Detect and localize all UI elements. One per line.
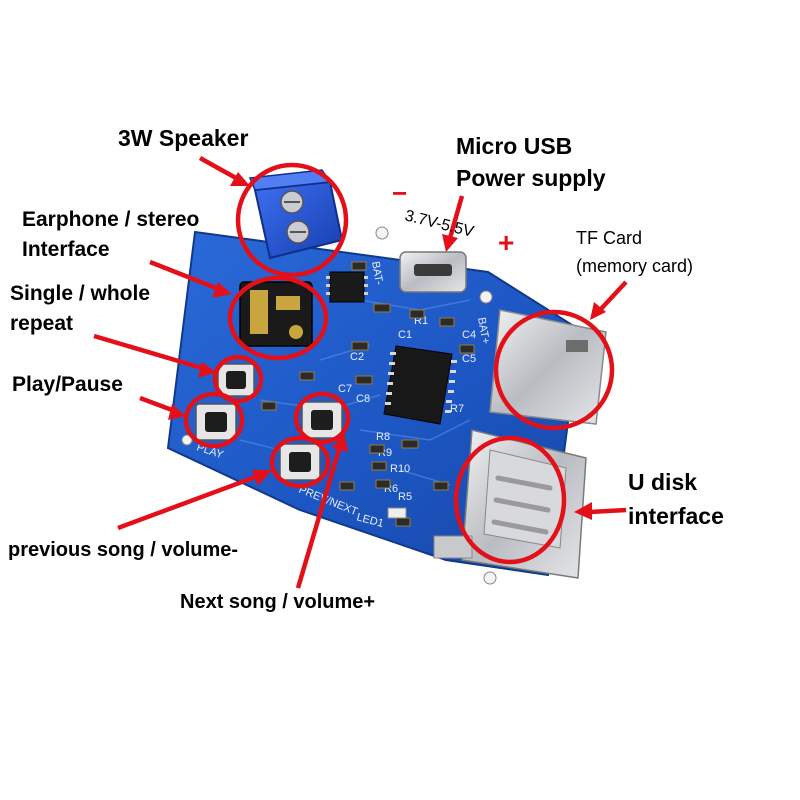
silk-c8: C8 <box>356 393 370 405</box>
label-next: Next song / volume+ <box>180 591 375 613</box>
silk-c4: C4 <box>462 329 476 341</box>
smd-components <box>261 261 475 527</box>
annotation-arrows <box>93 156 628 589</box>
button-previous[interactable] <box>279 443 321 481</box>
ring-tf-card <box>493 309 615 431</box>
earphone-jack <box>239 281 313 347</box>
label-repeat-line2: repeat <box>10 312 73 335</box>
silk-r5: R5 <box>398 491 412 503</box>
status-led <box>387 507 407 519</box>
label-tf-line1: TF Card <box>576 228 642 248</box>
voltage-range: 3.7V-5.5V <box>403 207 476 241</box>
label-previous: previous song / volume- <box>8 539 238 561</box>
tf-card-slot <box>489 309 607 425</box>
silk-c1: C1 <box>398 329 412 341</box>
label-earphone-line2: Interface <box>22 238 110 261</box>
ring-u-disk <box>453 435 567 565</box>
silk-c5: C5 <box>462 353 476 365</box>
label-usb-line2: Power supply <box>456 165 606 191</box>
main-ic <box>383 345 457 425</box>
minus-sign: − <box>392 178 407 208</box>
callout-labels: 3W Speaker Micro USB Power supply Earpho… <box>8 125 724 613</box>
label-usb-line1: Micro USB <box>456 133 572 159</box>
button-repeat[interactable] <box>217 363 255 397</box>
label-udisk-line2: interface <box>628 503 724 529</box>
plus-sign: + <box>498 227 514 258</box>
amplifier-chip <box>326 271 368 303</box>
silk-c7: C7 <box>338 383 352 395</box>
silk-r10: R10 <box>390 463 410 475</box>
button-next[interactable] <box>301 401 343 439</box>
ring-repeat <box>212 354 264 404</box>
label-udisk-line1: U disk <box>628 469 697 495</box>
ring-earphone <box>227 275 329 361</box>
ring-next <box>293 391 351 445</box>
label-play-pause: Play/Pause <box>12 373 123 396</box>
silk-bat-minus: BAT- <box>369 260 385 286</box>
silk-c2: C2 <box>350 351 364 363</box>
screw-terminal <box>248 169 344 260</box>
silk-r8: R8 <box>376 431 390 443</box>
ring-previous <box>269 435 331 489</box>
micro-usb-connector <box>399 251 467 293</box>
silk-bat-plus: BAT+ <box>475 316 492 345</box>
button-play-pause[interactable] <box>195 403 237 441</box>
ring-play-pause <box>183 391 245 449</box>
silk-r7: R7 <box>450 403 464 415</box>
label-earphone-line1: Earphone / stereo <box>22 208 199 231</box>
label-speaker: 3W Speaker <box>118 125 248 151</box>
annotation-rings <box>183 162 615 565</box>
label-tf-line2: (memory card) <box>576 256 693 276</box>
ring-speaker <box>235 162 349 278</box>
label-repeat-line1: Single / whole <box>10 282 150 305</box>
